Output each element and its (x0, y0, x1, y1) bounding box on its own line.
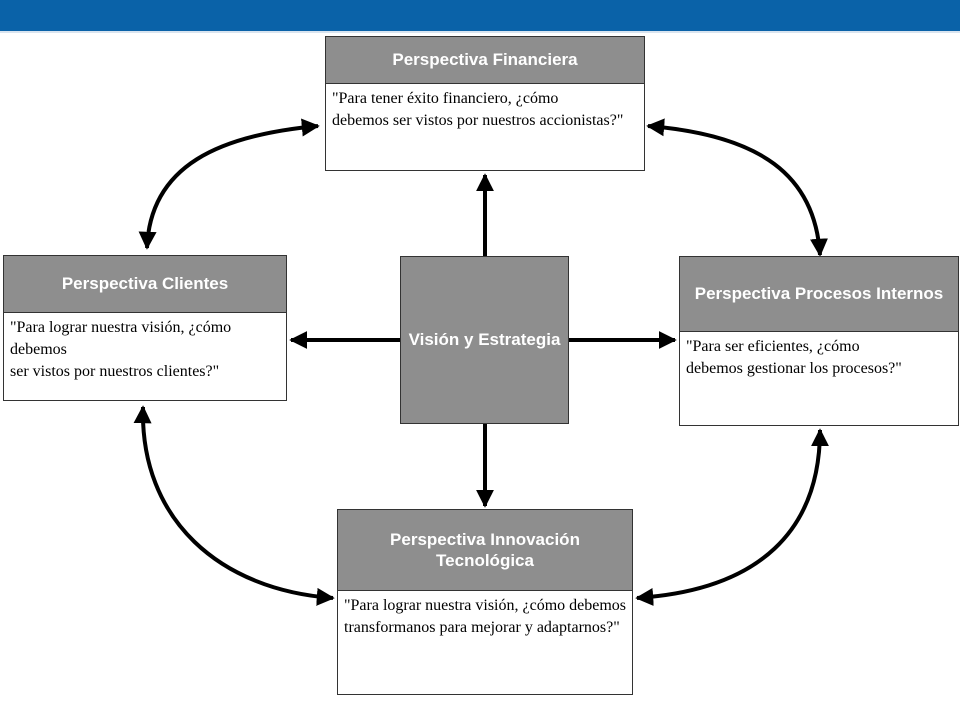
box-perspectiva-clientes: Perspectiva Clientes "Para lograr nuestr… (3, 255, 287, 401)
top-banner-rule (0, 31, 960, 33)
box-perspectiva-procesos-internos: Perspectiva Procesos Internos "Para ser … (679, 256, 959, 426)
box-title: Perspectiva Innovación Tecnológica (338, 510, 632, 591)
arrow-procesos-innovacion (635, 428, 829, 606)
box-question: "Para tener éxito financiero, ¿cómo debe… (332, 90, 624, 129)
vision-estrategia-label: Visión y Estrategia (408, 330, 561, 349)
box-question: "Para lograr nuestra visión, ¿cómo debem… (344, 597, 627, 636)
box-perspectiva-innovacion-tecnologica: Perspectiva Innovación Tecnológica "Para… (337, 509, 633, 695)
box-perspectiva-financiera: Perspectiva Financiera "Para tener éxito… (325, 36, 645, 171)
top-banner (0, 0, 960, 31)
box-question: "Para ser eficientes, ¿cómo debemos gest… (686, 338, 902, 377)
box-title: Perspectiva Clientes (4, 256, 286, 313)
box-question: "Para lograr nuestra visión, ¿cómo debem… (10, 319, 232, 380)
arrow-financiera-clientes (138, 118, 320, 250)
box-title: Perspectiva Procesos Internos (680, 257, 958, 332)
arrow-clientes-innovacion (133, 405, 335, 606)
vision-estrategia-box: Visión y Estrategia (400, 256, 569, 424)
box-title: Perspectiva Financiera (326, 37, 644, 84)
arrow-financiera-procesos (646, 118, 828, 257)
